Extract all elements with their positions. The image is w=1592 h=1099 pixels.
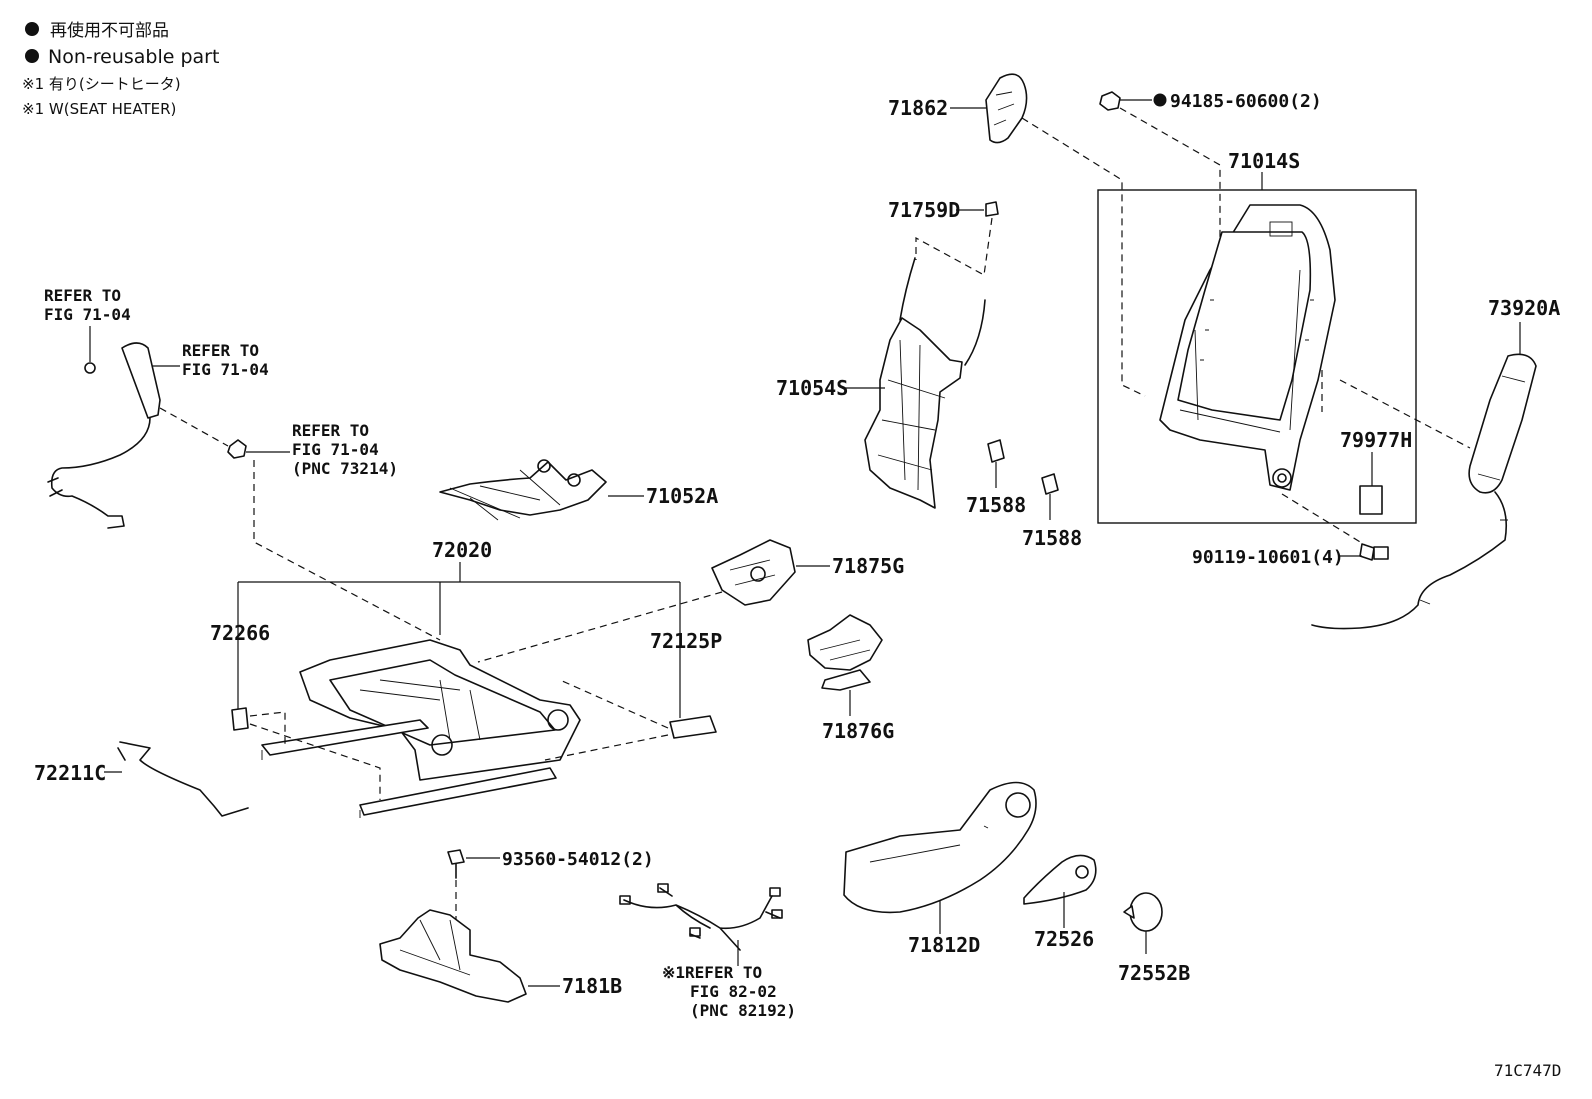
- label-71014s: 71014S: [1228, 149, 1300, 173]
- label-72211c: 72211C: [34, 761, 106, 785]
- refer-d-line2: FIG 82-02: [690, 982, 777, 1001]
- refer-fig-71-04-a: REFER TO FIG 71-04: [44, 286, 131, 374]
- part-71052a-wiring: 71052A: [439, 459, 718, 521]
- part-79977h-label: 79977H: [1321, 370, 1471, 515]
- refer-a-line1: REFER TO: [44, 286, 121, 305]
- refer-a-line2: FIG 71-04: [44, 305, 131, 324]
- label-71875g: 71875G: [832, 554, 904, 578]
- label-72526: 72526: [1034, 927, 1094, 951]
- label-73920a: 73920A: [1488, 296, 1560, 320]
- label-7181b: 7181B: [562, 974, 622, 998]
- diagram-code: 71C747D: [1494, 1061, 1561, 1080]
- part-71876g: 71876G: [807, 614, 894, 743]
- refer-c-line3: (PNC 73214): [292, 459, 398, 478]
- label-71876g: 71876G: [822, 719, 894, 743]
- part-72266: 72266: [210, 621, 381, 800]
- part-72552b-cap: 72552B: [1118, 892, 1190, 985]
- part-94185-nut: 94185-60600(2): [1099, 91, 1322, 401]
- part-71812d-shield: 71812D: [843, 781, 1037, 957]
- legend-en: Non-reusable part: [48, 46, 219, 68]
- label-71054s: 71054S: [776, 376, 848, 400]
- part-71054s-lumbar: 71054S: [776, 257, 986, 509]
- non-reusable-bullet-icon: [25, 22, 39, 36]
- part-71862-cover: 71862: [888, 73, 1146, 397]
- part-71875g: 71875G: [477, 539, 904, 663]
- part-71588-clip-b: 71588: [1022, 473, 1082, 550]
- label-71812d: 71812D: [908, 933, 980, 957]
- label-72125p: 72125P: [650, 629, 722, 653]
- refer-d-line3: (PNC 82192): [690, 1001, 796, 1020]
- legend-note-jp: ※1 有り(シートヒータ): [22, 75, 181, 93]
- label-90119: 90119-10601(4): [1192, 547, 1344, 568]
- label-72020: 72020: [432, 538, 492, 562]
- part-72125p: 72125P: [544, 629, 722, 761]
- part-72020-adjuster: 72020: [237, 538, 681, 818]
- legend: 再使用不可部品 Non-reusable part ※1 有り(シートヒータ) …: [22, 20, 219, 118]
- label-94185: 94185-60600(2): [1170, 91, 1322, 112]
- refer-fig-71-04-b: REFER TO FIG 71-04: [47, 341, 269, 529]
- part-71014s-seatback-frame: 71014S: [1097, 149, 1417, 524]
- part-7181b-bracket: 7181B: [379, 909, 622, 1003]
- refer-fig-71-04-c: REFER TO FIG 71-04 (PNC 73214): [159, 407, 441, 641]
- label-93560: 93560-54012(2): [502, 849, 654, 870]
- label-72266: 72266: [210, 621, 270, 645]
- non-reusable-bullet-icon: [1153, 93, 1167, 107]
- refer-d-line1: ※1REFER TO: [662, 963, 762, 982]
- refer-c-line2: FIG 71-04: [292, 440, 379, 459]
- label-72552b: 72552B: [1118, 961, 1190, 985]
- refer-c-line1: REFER TO: [292, 421, 369, 440]
- label-71759d: 71759D: [888, 198, 960, 222]
- part-93560-screw: 93560-54012(2): [447, 849, 654, 920]
- part-71759d-clip: 71759D: [888, 198, 999, 276]
- part-71588-clip-a: 71588: [966, 439, 1026, 517]
- part-73920a-airbag: 73920A: [1311, 296, 1560, 630]
- legend-note-en: ※1 W(SEAT HEATER): [22, 100, 176, 118]
- part-72211c: 72211C: [34, 741, 249, 817]
- legend-jp: 再使用不可部品: [50, 20, 169, 41]
- refer-b-line1: REFER TO: [182, 341, 259, 360]
- part-seat-heater-wiring: ※1REFER TO FIG 82-02 (PNC 82192): [619, 883, 796, 1020]
- label-71862: 71862: [888, 96, 948, 120]
- refer-b-line2: FIG 71-04: [182, 360, 269, 379]
- label-79977h: 79977H: [1340, 428, 1412, 452]
- label-71052a: 71052A: [646, 484, 718, 508]
- label-71588-b: 71588: [1022, 526, 1082, 550]
- part-90119-bolt: 90119-10601(4): [1192, 493, 1389, 568]
- label-71588-a: 71588: [966, 493, 1026, 517]
- non-reusable-bullet-icon: [25, 49, 39, 63]
- part-72526-knob: 72526: [1023, 854, 1097, 951]
